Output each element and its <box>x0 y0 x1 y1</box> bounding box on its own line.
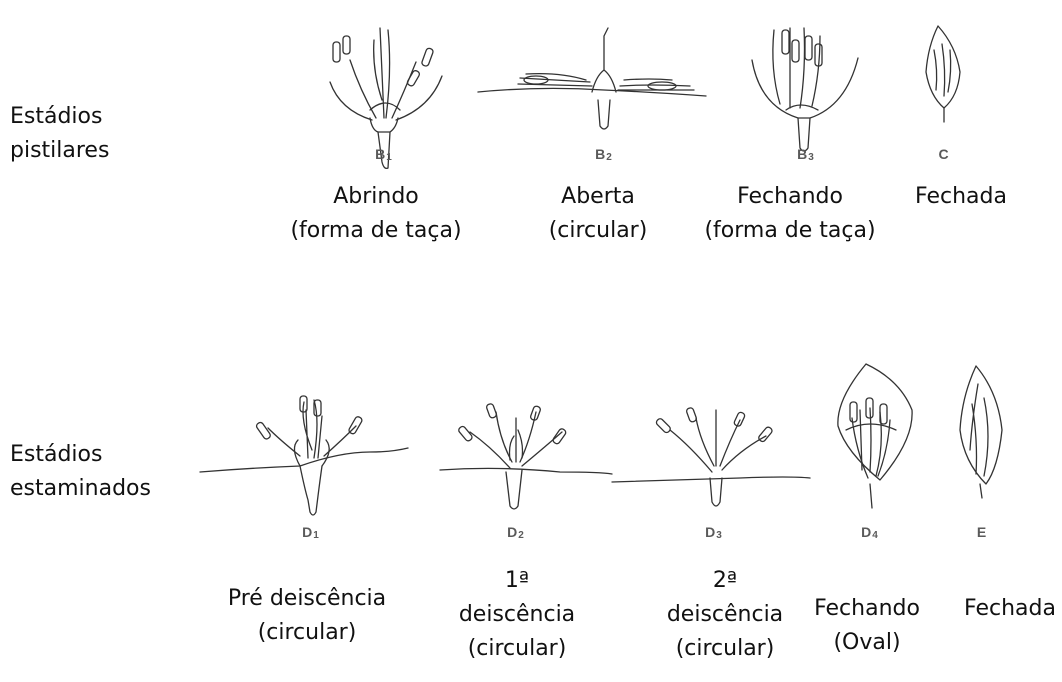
stage-code-d1: D1 <box>302 524 320 540</box>
stage-code-b3: B3 <box>797 146 815 162</box>
stage-desc-d2: 1ª deiscência (circular) <box>459 564 575 666</box>
flower-b3-illustration <box>752 28 858 151</box>
stage-desc-d3: 2ª deiscência (circular) <box>667 564 783 666</box>
stage-desc-b2: Aberta (circular) <box>549 180 648 248</box>
stage-desc-e: Fechada <box>964 592 1056 626</box>
stage-desc-b3: Fechando (forma de taça) <box>704 180 875 248</box>
stage-code-d3: D3 <box>705 524 723 540</box>
flower-d4-illustration <box>838 364 912 508</box>
stage-code-d4: D4 <box>861 524 879 540</box>
stage-code-b1: B1 <box>375 146 393 162</box>
flower-d1-illustration <box>200 396 408 515</box>
flower-d3-illustration <box>612 407 810 506</box>
stage-code-d2: D2 <box>507 524 525 540</box>
stage-desc-d4: Fechando (Oval) <box>814 592 920 660</box>
stage-code-e: E <box>977 524 987 540</box>
flower-d2-illustration <box>440 403 612 509</box>
stage-desc-c: Fechada <box>915 180 1007 214</box>
flower-c-illustration <box>926 26 960 122</box>
flower-e-illustration <box>960 366 1002 498</box>
stage-code-b2: B2 <box>595 146 613 162</box>
flower-b2-illustration <box>478 28 706 129</box>
stage-desc-b1: Abrindo (forma de taça) <box>290 180 461 248</box>
stage-code-c: C <box>938 146 949 162</box>
stage-desc-d1: Pré deiscência (circular) <box>228 582 386 650</box>
